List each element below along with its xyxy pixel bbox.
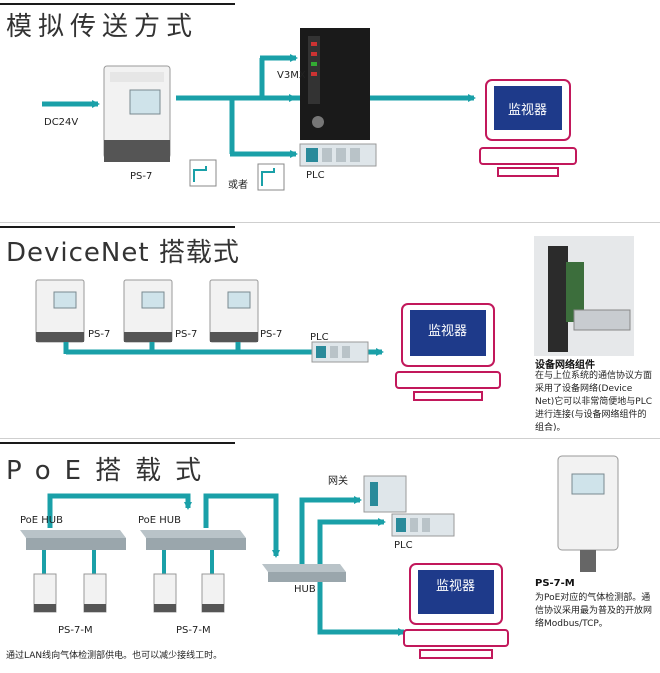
hub-label: HUB <box>294 584 316 595</box>
hub-to-plc <box>317 518 386 564</box>
monitor-icon-poe <box>403 563 509 659</box>
plc-icon <box>299 143 377 167</box>
ps7-label: PS-7 <box>130 171 153 182</box>
v3mx-label: V3MX <box>277 70 306 81</box>
devicenet-monitor-label: 监视器 <box>428 324 468 339</box>
or-label: 或者 <box>228 180 248 191</box>
plc-icon-devicenet <box>311 341 369 363</box>
devicenet-ps7-label-c: PS-7 <box>260 329 283 340</box>
ps7m-sensor-icon-d <box>201 573 225 613</box>
poe-footer-note: 通过LAN线向气体检测部供电。也可以减少接线工时。 <box>6 651 223 661</box>
signal-symbol-icon-1 <box>189 159 217 187</box>
analog-title-rule <box>0 3 235 5</box>
gateway-icon <box>363 475 407 513</box>
analog-diagram <box>42 28 577 191</box>
ps7m-product-photo <box>557 455 619 572</box>
signal-symbol-icon-2 <box>257 163 285 191</box>
poe-section-title: PoE搭载式 <box>6 456 216 486</box>
monitor-icon-devicenet <box>395 303 501 401</box>
poe-monitor-label: 监视器 <box>436 579 476 594</box>
hub-to-gateway <box>299 496 362 564</box>
analog-section-title: 模拟传送方式 <box>6 12 199 42</box>
monitor-icon <box>479 79 577 177</box>
devicenet-diagram <box>35 236 634 401</box>
v3mx-converter-icon <box>300 28 370 140</box>
devicenet-divider <box>0 438 660 439</box>
devicenet-component-photo <box>534 236 634 356</box>
devicenet-section-title: DeviceNet 搭载式 <box>6 238 240 268</box>
ps7m-label-1: PS-7-M <box>58 625 93 636</box>
ps7-sensor-icon-b <box>123 279 173 343</box>
ps7-sensor-icon-a <box>35 279 85 343</box>
gateway-label: 网关 <box>328 476 348 487</box>
poe-diagram <box>20 455 619 659</box>
ps7m-product-desc: 为PoE对应的气体检测部。通信协议采用最为普及的开放网络Modbus/TCP。 <box>535 593 653 629</box>
plc-icon-poe <box>391 513 455 537</box>
monitor-label: 监视器 <box>508 103 548 118</box>
ps7-sensor-icon-c <box>209 279 259 343</box>
poe-plc-label: PLC <box>394 540 413 551</box>
hub-to-monitor <box>317 582 406 636</box>
poe-hub-icon-1 <box>20 530 126 550</box>
ps7m-sensor-icon-b <box>83 573 107 613</box>
uplink-hub1 <box>47 493 192 528</box>
dc24v-label: DC24V <box>44 117 79 128</box>
devicenet-ps7-label-a: PS-7 <box>88 329 111 340</box>
ps7-sensor-icon <box>103 65 171 162</box>
devicenet-plc-label: PLC <box>310 332 329 343</box>
poe-title-rule <box>0 442 235 444</box>
hub-icon <box>262 564 346 582</box>
ps7m-sensor-icon-a <box>33 573 57 613</box>
devicenet-title-rule <box>0 226 235 228</box>
poe-hub-label-2: PoE HUB <box>138 515 181 526</box>
uplink-hub2 <box>203 493 280 558</box>
poe-hub-label-1: PoE HUB <box>20 515 63 526</box>
devicenet-component-desc: 在与上位系统的通信协议方面采用了设备网络(Device Net)它可以非常简便地… <box>535 371 653 433</box>
analog-divider <box>0 222 660 223</box>
ps7m-label-2: PS-7-M <box>176 625 211 636</box>
ps7m-sensor-icon-c <box>153 573 177 613</box>
devicenet-component-title: 设备网络组件 <box>535 360 595 371</box>
plc-label: PLC <box>306 170 325 181</box>
devicenet-ps7-label-b: PS-7 <box>175 329 198 340</box>
poe-hub-icon-2 <box>140 530 246 550</box>
ps7m-product-title: PS-7-M <box>535 578 575 589</box>
